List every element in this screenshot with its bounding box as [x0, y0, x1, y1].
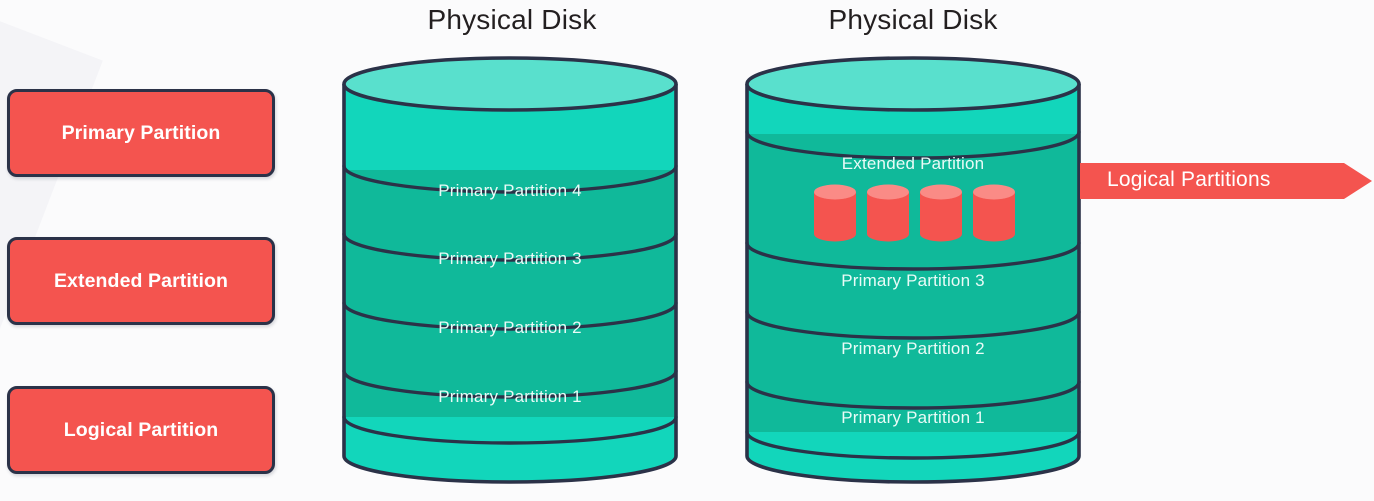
- disk-title-right: Physical Disk: [828, 4, 998, 35]
- logical-partitions-arrow-label: Logical Partitions: [1107, 168, 1271, 191]
- physical-disk-cylinder-right: Extended Partition Primary Partition 3 P…: [742, 56, 1084, 492]
- disk-title-left: Physical Disk: [427, 4, 597, 35]
- logical-partition-mini-cylinders: [814, 184, 1015, 242]
- legend-item-primary-partition[interactable]: Primary Partition: [7, 89, 275, 177]
- legend-item-label: Logical Partition: [63, 418, 219, 441]
- legend-item-logical-partition[interactable]: Logical Partition: [7, 386, 275, 474]
- legend-item-label: Extended Partition: [53, 269, 229, 292]
- legend-item-extended-partition[interactable]: Extended Partition: [7, 237, 275, 325]
- logical-partitions-arrow: [1080, 159, 1372, 203]
- physical-disk-cylinder-left: Primary Partition 4 Primary Partition 3 …: [340, 56, 680, 492]
- legend-item-label: Primary Partition: [61, 121, 221, 144]
